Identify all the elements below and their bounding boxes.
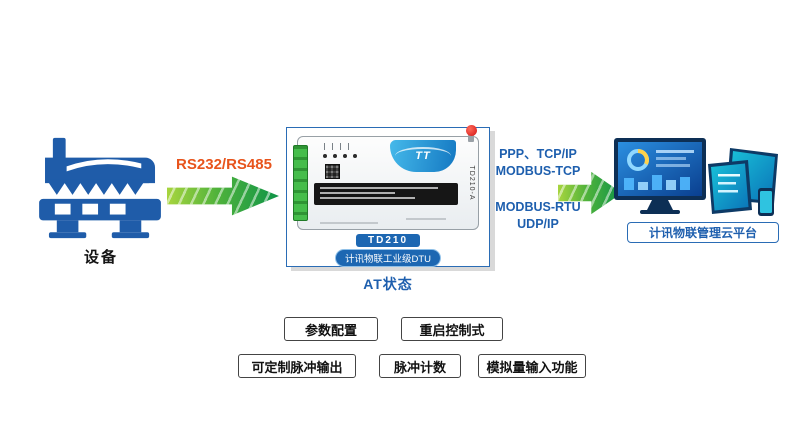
dtu-frame: TT TD210-A TD210 计讯物联工业级DTU <box>286 125 490 267</box>
cloud-platform-illustration <box>610 130 788 230</box>
model-side-label: TD210-A <box>468 165 475 201</box>
protocol-line: MODBUS-TCP <box>495 164 581 178</box>
brand-patch: TT <box>390 140 456 172</box>
led-indicators-icon <box>323 154 357 158</box>
machine-icon <box>36 134 166 244</box>
feature-box-param-config: 参数配置 <box>284 317 378 341</box>
feature-box-analog-input: 模拟量输入功能 <box>478 354 586 378</box>
device-label: 设备 <box>83 249 118 266</box>
protocol-labels-top: PPP、TCP/IP MODBUS-TCP <box>490 146 586 180</box>
spec-label-band <box>314 183 458 205</box>
at-status-label: AT状态 <box>363 276 413 292</box>
qr-code-icon <box>325 164 340 179</box>
dtu-type-badge: 计讯物联工业级DTU <box>334 249 442 267</box>
feature-box-pulse-count: 脉冲计数 <box>379 354 461 378</box>
led-label-ticks <box>324 143 349 150</box>
protocol-line: MODBUS-RTU <box>495 200 581 214</box>
protocol-labels-bottom: MODBUS-RTU UDP/IP <box>490 199 586 233</box>
brand-swoosh <box>395 147 451 165</box>
device-detail-line <box>320 222 378 224</box>
protocol-line: UDP/IP <box>517 217 559 231</box>
brand-logo: TT <box>415 150 431 162</box>
antenna-base-icon <box>468 133 474 142</box>
serial-link-label: RS232/RS485 <box>176 156 272 173</box>
device-detail-line <box>406 218 446 220</box>
dtu-model-badge: TD210 <box>355 234 421 247</box>
serial-arrow-icon <box>167 176 279 216</box>
dtu-device-image: TT TD210-A <box>293 125 479 230</box>
protocol-line: PPP、TCP/IP <box>499 147 577 161</box>
feature-box-restart-control: 重启控制式 <box>401 317 503 341</box>
terminal-block-icon <box>293 145 308 221</box>
platform-label: 计讯物联管理云平台 <box>627 222 779 243</box>
feature-box-pulse-output: 可定制脉冲输出 <box>238 354 356 378</box>
antenna-tip-icon <box>466 125 477 136</box>
